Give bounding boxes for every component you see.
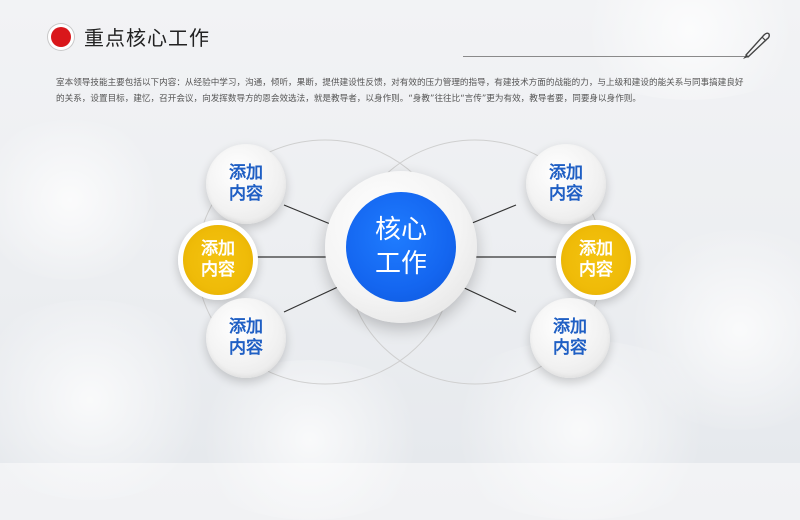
node-label: 添加内容 [229,317,263,358]
node-right-middle: 添加内容 [556,220,636,300]
center-node-label: 核心工作 [374,215,427,279]
header-divider [463,56,745,57]
node-label: 添加内容 [553,317,587,358]
node-label: 添加内容 [229,163,263,204]
connector-right-bottom [459,285,517,313]
node-left-bottom: 添加内容 [206,298,286,378]
page-title: 重点核心工作 [84,26,210,50]
connector-left-bottom [283,285,341,313]
node-label: 添加内容 [201,239,235,280]
node-left-top: 添加内容 [206,144,286,224]
pen-icon [743,32,770,59]
red-dot-icon [51,27,71,47]
node-left-middle: 添加内容 [178,220,258,300]
node-right-top: 添加内容 [526,144,606,224]
center-node: 核心工作 [346,192,456,302]
intro-paragraph: 室本领导技能主要包括以下内容：从经验中学习，沟通，倾听，果断，提供建设性反馈，对… [56,78,744,104]
node-right-bottom: 添加内容 [530,298,610,378]
node-label: 添加内容 [549,163,583,204]
node-label: 添加内容 [579,239,613,280]
